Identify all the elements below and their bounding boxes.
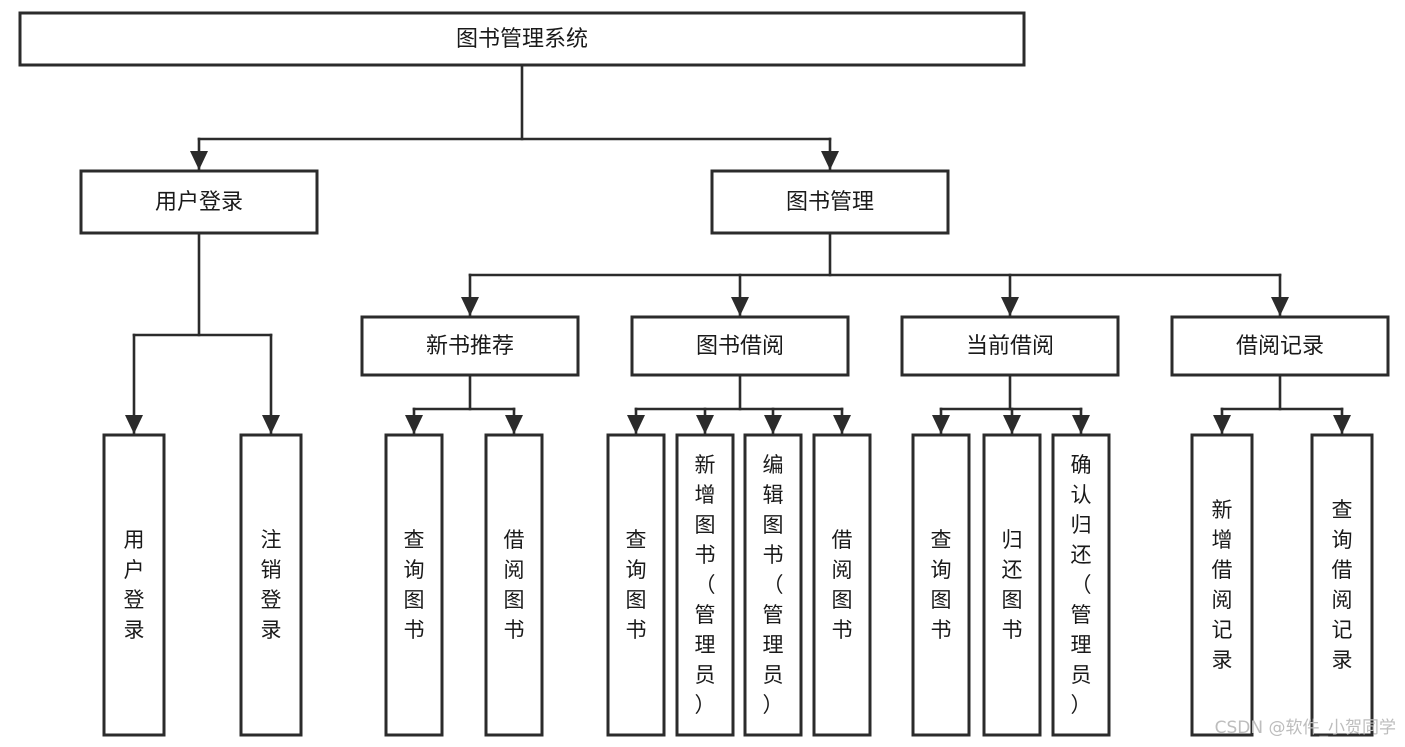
node-box: [1310, 433, 1374, 737]
arrow-head-icon: [1333, 415, 1351, 434]
arrow-head-icon: [1271, 297, 1289, 316]
leaf-label: 归还图书: [1002, 528, 1023, 642]
leaf-label: 新增图书（管理员）: [695, 453, 716, 717]
level2-node-3[interactable]: 借阅记录: [1170, 315, 1390, 377]
leaf-node-10[interactable]: 确认归还（管理员）: [1051, 433, 1111, 737]
node-label: 图书管理系统: [456, 27, 588, 52]
leaf-node-4[interactable]: 查询图书: [606, 433, 666, 737]
node-box: [630, 315, 850, 377]
leaf-node-1[interactable]: 注销登录: [239, 433, 303, 737]
node-box: [710, 169, 950, 235]
arrow-head-icon: [696, 415, 714, 434]
arrow-head-icon: [1003, 415, 1021, 434]
node-label: 借阅记录: [1236, 334, 1324, 359]
leaf-node-11[interactable]: 新增借阅记录: [1190, 433, 1254, 737]
arrow-head-icon: [764, 415, 782, 434]
arrow-head-icon: [1213, 415, 1231, 434]
node-label: 新书推荐: [426, 334, 514, 359]
node-label: 图书借阅: [696, 334, 784, 359]
node-box: [1051, 433, 1111, 737]
node-box: [743, 433, 803, 737]
arrow-head-icon: [405, 415, 423, 434]
node-box: [79, 169, 319, 235]
node-box: [1170, 315, 1390, 377]
node-box: [239, 433, 303, 737]
leaf-node-7[interactable]: 借阅图书: [812, 433, 872, 737]
arrow-head-icon: [627, 415, 645, 434]
node-box: [606, 433, 666, 737]
leaf-label: 确认归还（管理员）: [1071, 453, 1092, 717]
root-node-library-system[interactable]: 图书管理系统: [18, 11, 1026, 67]
arrow-head-icon: [932, 415, 950, 434]
node-box: [900, 315, 1120, 377]
node-box: [484, 433, 544, 737]
arrow-head-icon: [731, 297, 749, 316]
leaf-node-0[interactable]: 用户登录: [102, 433, 166, 737]
leaf-label: 借阅图书: [504, 528, 525, 642]
leaf-label: 用户登录: [124, 528, 145, 642]
level1-node-1[interactable]: 图书管理: [710, 169, 950, 235]
level1-node-0[interactable]: 用户登录: [79, 169, 319, 235]
node-box: [1190, 433, 1254, 737]
leaf-label: 编辑图书（管理员）: [763, 453, 784, 717]
leaf-label: 借阅图书: [832, 528, 853, 642]
level2-node-2[interactable]: 当前借阅: [900, 315, 1120, 377]
leaf-node-9[interactable]: 归还图书: [982, 433, 1042, 737]
arrow-head-icon: [821, 151, 839, 170]
node-layer: 图书管理系统用户登录图书管理新书推荐图书借阅当前借阅借阅记录用户登录注销登录查询…: [18, 11, 1390, 737]
arrow-head-icon: [833, 415, 851, 434]
arrow-head-icon: [505, 415, 523, 434]
node-label: 图书管理: [786, 190, 874, 215]
leaf-node-8[interactable]: 查询图书: [911, 433, 971, 737]
leaf-node-12[interactable]: 查询借阅记录: [1310, 433, 1374, 737]
node-label: 当前借阅: [966, 334, 1054, 359]
leaf-label: 查询图书: [931, 528, 952, 642]
leaf-label: 查询借阅记录: [1332, 498, 1353, 672]
leaf-node-6[interactable]: 编辑图书（管理员）: [743, 433, 803, 737]
node-box: [18, 11, 1026, 67]
leaf-label: 查询图书: [626, 528, 647, 642]
arrow-head-icon: [1001, 297, 1019, 316]
leaf-label: 新增借阅记录: [1212, 498, 1233, 672]
leaf-node-3[interactable]: 借阅图书: [484, 433, 544, 737]
level2-node-1[interactable]: 图书借阅: [630, 315, 850, 377]
node-box: [982, 433, 1042, 737]
node-box: [384, 433, 444, 737]
node-box: [675, 433, 735, 737]
leaf-node-5[interactable]: 新增图书（管理员）: [675, 433, 735, 737]
arrow-head-icon: [461, 297, 479, 316]
arrow-head-icon: [262, 415, 280, 434]
connector-layer: [125, 63, 1351, 436]
node-box: [360, 315, 580, 377]
level2-node-0[interactable]: 新书推荐: [360, 315, 580, 377]
leaf-label: 查询图书: [404, 528, 425, 642]
node-label: 用户登录: [155, 190, 243, 215]
leaf-node-2[interactable]: 查询图书: [384, 433, 444, 737]
leaf-label: 注销登录: [261, 528, 282, 642]
csdn-watermark: CSDN @软件_小贺同学: [1215, 718, 1396, 738]
arrow-head-icon: [1072, 415, 1090, 434]
node-box: [102, 433, 166, 737]
arrow-head-icon: [190, 151, 208, 170]
arrow-head-icon: [125, 415, 143, 434]
node-box: [812, 433, 872, 737]
node-box: [911, 433, 971, 737]
